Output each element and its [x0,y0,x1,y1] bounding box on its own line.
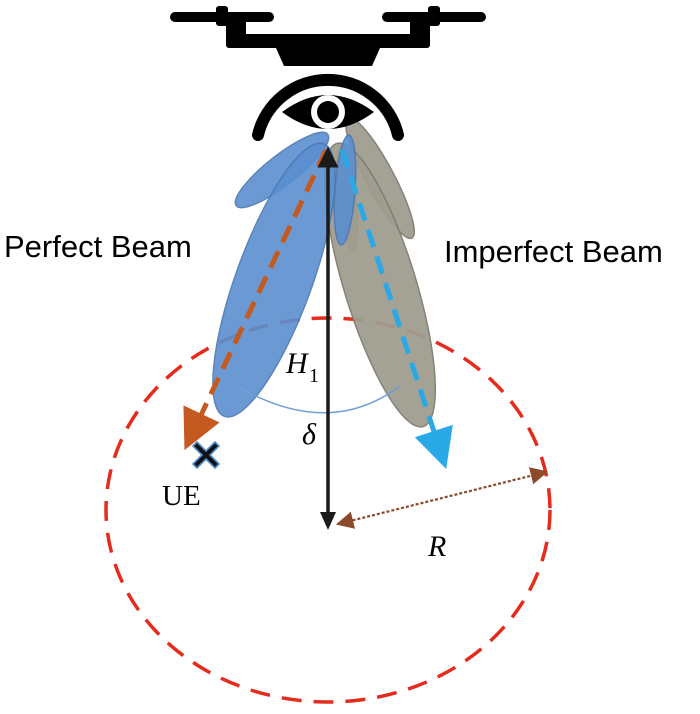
height-subscript-label: 1 [309,365,319,387]
perfect-beam-direction-arrow [183,148,329,451]
height-label: H [285,347,310,380]
angle-label: δ [302,418,317,451]
radius-label: R [427,530,446,563]
perfect-beam-label: Perfect Beam [4,229,192,264]
height-arrow-bottom-head [320,512,336,530]
radius-arrow [335,467,549,529]
drone-icon [170,6,486,141]
perfect-beam-lobes [212,131,357,418]
angle-arc [234,384,401,414]
imperfect-beam-label: Imperfect Beam [444,234,663,269]
ue-label: UE [162,480,201,512]
x-marker-icon [191,440,221,470]
imperfect-beam-direction-arrow [339,149,453,470]
perfect-main-lobe [212,142,336,418]
